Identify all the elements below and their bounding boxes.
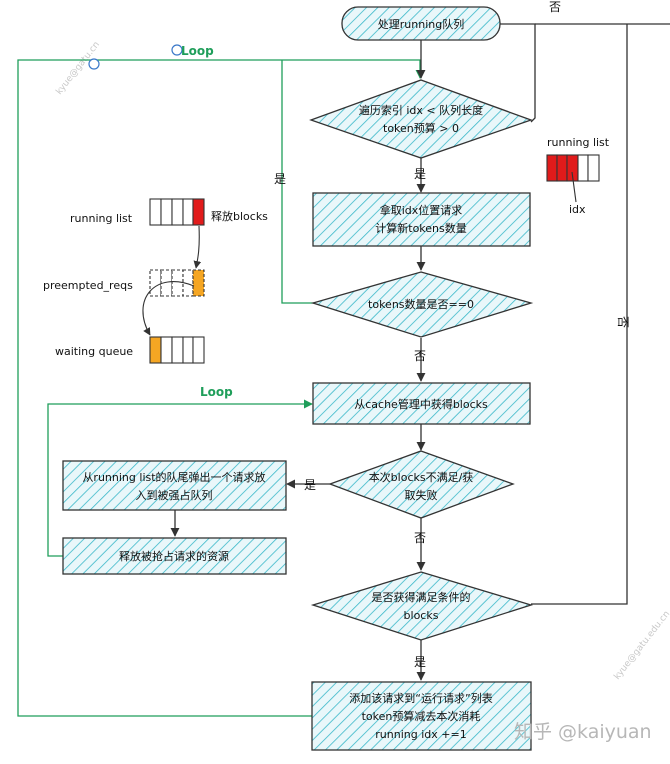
release-resources-box: 释放被抢占请求的资源 [62,537,287,575]
edge-label-no-right: 否 [616,316,630,328]
svg-text:释放被抢占请求的资源: 释放被抢占请求的资源 [119,549,229,563]
svg-text:blocks: blocks [404,609,439,622]
svg-text:入到被强占队列: 入到被强占队列 [136,488,213,502]
watermark: kyue@gatu.edu.cn [612,609,670,682]
waiting-queue-label: waiting queue [55,345,133,358]
pop-tail-box: 从running list的队尾弹出一个请求放 入到被强占队列 [62,460,287,511]
edge-label-yes-left: 是 [274,172,286,186]
svg-text:取失败: 取失败 [405,488,438,502]
blocks-fail-decision: 本次blocks不满足/获 取失败 [328,450,515,519]
yes-loop-line [281,60,314,304]
flow-arrows [170,40,426,681]
loop-marker-circle [88,58,100,70]
running-list-right-label: running list [547,136,610,149]
preempted-cells [149,269,205,297]
release-blocks-label: 释放blocks [211,209,268,223]
idx-label: idx [569,203,586,216]
brand-watermark: 知乎 @kaiyuan [514,721,652,743]
edge-label-yes-add: 是 [414,655,426,669]
edge-label-no-top: 否 [549,0,561,14]
outer-loop-line [17,59,425,717]
running-list-label: running list [70,212,133,225]
svg-text:token预算减去本次消耗: token预算减去本次消耗 [362,709,481,723]
running-list-right-cells [546,154,600,182]
get-blocks-box: 从cache管理中获得blocks [312,382,531,425]
add-running-box: 添加该请求到“运行请求”列表 token预算减去本次消耗 running idx… [311,681,532,751]
svg-text:遍历索引 idx < 队列长度: 遍历索引 idx < 队列长度 [359,103,483,117]
right-no-lines [500,23,670,605]
svg-text:running idx +=1: running idx +=1 [375,728,466,741]
svg-text:从cache管理中获得blocks: 从cache管理中获得blocks [354,397,488,411]
outer-loop-label: Loop [181,44,214,58]
svg-text:处理running队列: 处理running队列 [378,17,464,31]
waiting-queue-cells [149,336,205,364]
svg-text:tokens数量是否==0: tokens数量是否==0 [368,298,474,311]
svg-text:token预算 > 0: token预算 > 0 [383,121,459,135]
fetch-request-box: 拿取idx位置请求 计算新tokens数量 [312,192,531,247]
start-node: 处理running队列 [341,6,501,41]
loop-marker-circle [171,44,183,56]
svg-text:是否获得满足条件的: 是否获得满足条件的 [372,590,471,604]
got-blocks-decision: 是否获得满足条件的 blocks [310,571,534,641]
svg-text:计算新tokens数量: 计算新tokens数量 [375,221,467,235]
running-list-cells [149,198,205,226]
edge-label-no-tokens: 否 [414,349,426,363]
inner-loop-line [47,399,313,557]
svg-text:本次blocks不满足/获: 本次blocks不满足/获 [369,470,474,484]
idx-pointer [571,171,577,203]
edge-label-yes-pop: 是 [304,478,316,492]
edge-label-yes-1: 是 [414,167,426,181]
inner-loop-label: Loop [200,385,233,399]
transfer-curves [142,225,202,336]
svg-text:添加该请求到“运行请求”列表: 添加该请求到“运行请求”列表 [349,691,492,705]
loop-check-decision: 遍历索引 idx < 队列长度 token预算 > 0 [309,79,533,159]
tokens-zero-decision: tokens数量是否==0 [310,271,534,338]
edge-label-no-fail: 否 [414,531,426,545]
svg-text:从running list的队尾弹出一个请求放: 从running list的队尾弹出一个请求放 [82,470,265,484]
preempted-label: preempted_reqs [43,279,133,292]
svg-text:拿取idx位置请求: 拿取idx位置请求 [380,203,463,217]
